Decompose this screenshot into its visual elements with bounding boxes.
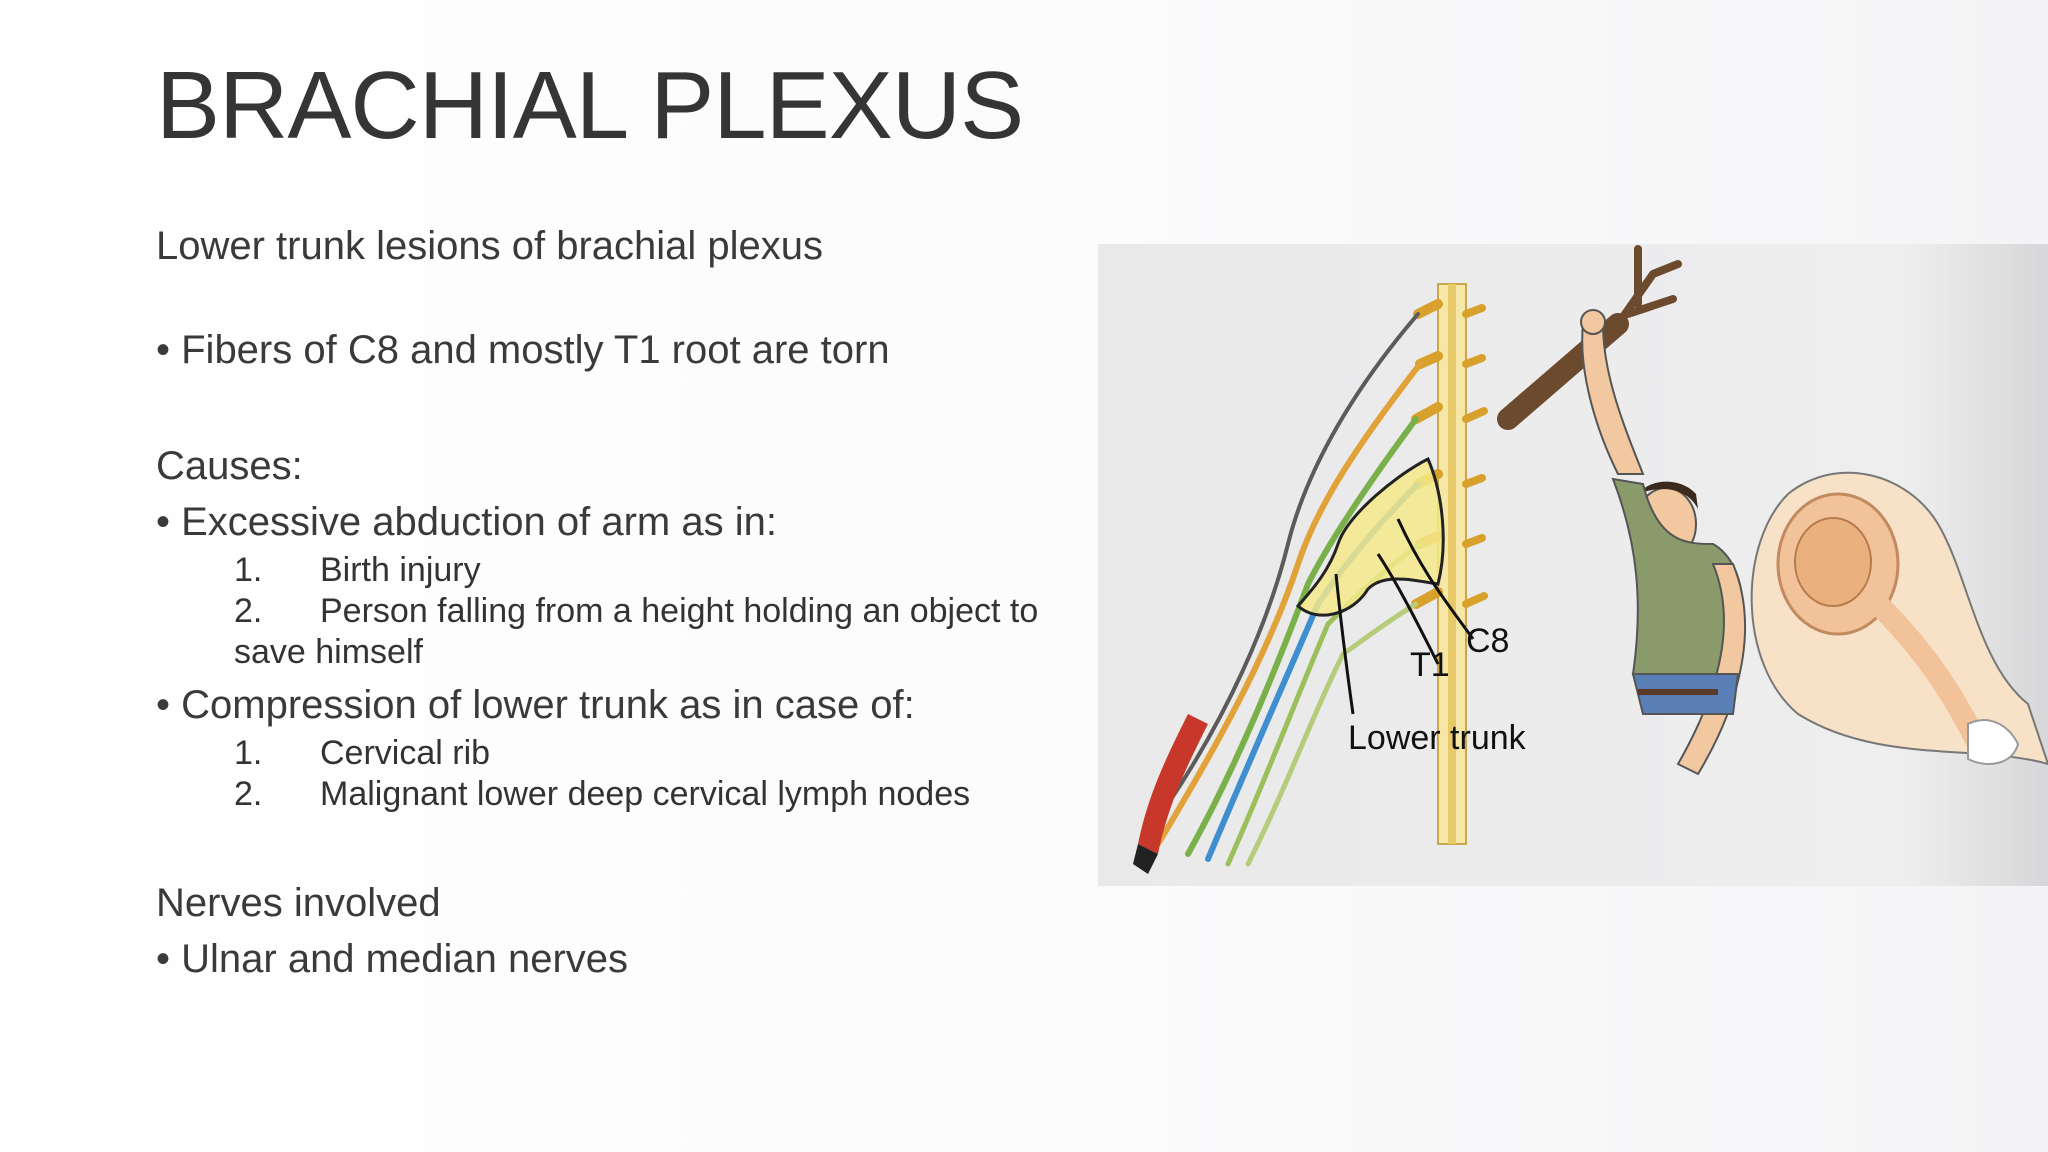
list-item: 2.Malignant lower deep cervical lymph no…: [234, 775, 971, 813]
birth-injury-illustration: [1750, 471, 2048, 766]
abduction-list: 1.Birth injury 2.Person falling from a h…: [234, 550, 1086, 673]
list-item: 2.Person falling from a height holding a…: [234, 592, 1039, 671]
causes-heading: Causes:: [156, 444, 303, 488]
slide-title: BRACHIAL PLEXUS: [156, 52, 1024, 159]
nerve-fibers: [1155, 312, 1423, 867]
bullet-fibers: • Fibers of C8 and mostly T1 root are to…: [156, 328, 890, 372]
cause-bullet-compression: • Compression of lower trunk as in case …: [156, 683, 915, 727]
subtitle: Lower trunk lesions of brachial plexus: [156, 224, 824, 268]
brachial-plexus-illustration: C8 T1 Lower trunk: [1098, 244, 2048, 886]
list-item: 1.Birth injury: [234, 551, 481, 589]
label-arrows: [1334, 518, 1475, 715]
slide-body: Lower trunk lesions of brachial plexus •…: [156, 218, 1086, 987]
cause-bullet-abduction: • Excessive abduction of arm as in:: [156, 500, 777, 544]
falling-man-figure: [1580, 309, 1747, 776]
nerves-heading: Nerves involved: [156, 881, 441, 925]
nerves-bullet: • Ulnar and median nerves: [156, 937, 629, 981]
list-item: 1.Cervical rib: [234, 734, 491, 772]
lower-trunk-highlight: [1295, 456, 1445, 617]
artery: [1138, 714, 1208, 854]
label-lower-trunk: Lower trunk: [1348, 719, 1527, 757]
label-c8: C8: [1466, 622, 1509, 660]
label-t1: T1: [1410, 646, 1450, 684]
compression-list: 1.Cervical rib 2.Malignant lower deep ce…: [234, 733, 1086, 815]
